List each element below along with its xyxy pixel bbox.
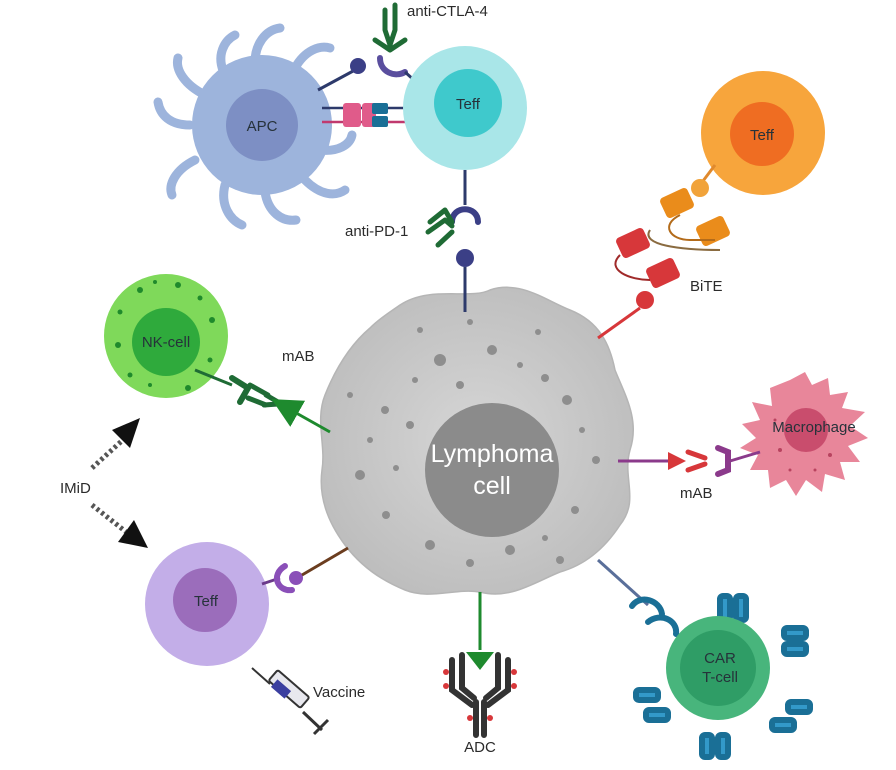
adc-label: ADC [464, 739, 496, 756]
apc-label: APC [247, 118, 278, 135]
pd1-axis [449, 170, 481, 312]
anti-ctla4-label: anti-CTLA-4 [407, 3, 488, 20]
lymphoma-label-line1: Lymphoma [431, 440, 554, 468]
bite-molecule [597, 164, 730, 340]
car-t-cell: CAR T-cell [666, 616, 770, 720]
macrophage-granules [773, 418, 832, 472]
lymphoma-nucleus [425, 403, 559, 537]
car-label-line1: CAR [704, 650, 736, 667]
teff-left-cell: Teff [145, 542, 269, 666]
lymphoma-granules [347, 319, 600, 567]
bite-label: BiTE [690, 278, 723, 295]
macrophage-nucleus [784, 408, 828, 452]
macrophage-cell: Macrophage [740, 372, 868, 496]
imid-label: IMiD [60, 480, 91, 497]
nk-granules [115, 280, 215, 391]
teff-left-label: Teff [194, 593, 219, 610]
teff-right-nucleus [730, 102, 794, 166]
mab-left-label: mAB [282, 348, 315, 365]
teff-top-nucleus [434, 69, 502, 137]
teff-left-nucleus [173, 568, 237, 632]
vaccine-label: Vaccine [313, 684, 365, 701]
adc-molecule [443, 592, 517, 738]
nk-nucleus [132, 308, 200, 376]
anti-pd1-label: anti-PD-1 [345, 223, 408, 240]
teff-top-cell: Teff [403, 46, 527, 170]
mab-right-label: mAB [680, 485, 713, 502]
syringe-icon [251, 667, 330, 736]
nk-cell: NK-cell [104, 274, 228, 398]
imid-arrows [90, 418, 148, 548]
teff-top-label: Teff [456, 96, 481, 113]
lymphoma-label-line2: cell [473, 472, 511, 500]
nk-mab [194, 368, 331, 434]
anti-ctla4-antibody [372, 2, 408, 53]
macrophage-mab [618, 445, 761, 477]
nk-label: NK-cell [142, 334, 190, 351]
teff-left-receptor [261, 546, 349, 594]
macrophage-label: Macrophage [772, 419, 855, 436]
car-nucleus [680, 630, 756, 706]
lymphoma-cell: Lymphoma cell [319, 286, 634, 595]
apc-cell: APC [153, 23, 357, 230]
car-label-line2: T-cell [702, 669, 738, 686]
teff-right-cell: Teff [701, 71, 825, 195]
anti-pd1-antibody [425, 207, 455, 248]
teff-right-label: Teff [750, 127, 775, 144]
apc-nucleus [226, 89, 298, 161]
